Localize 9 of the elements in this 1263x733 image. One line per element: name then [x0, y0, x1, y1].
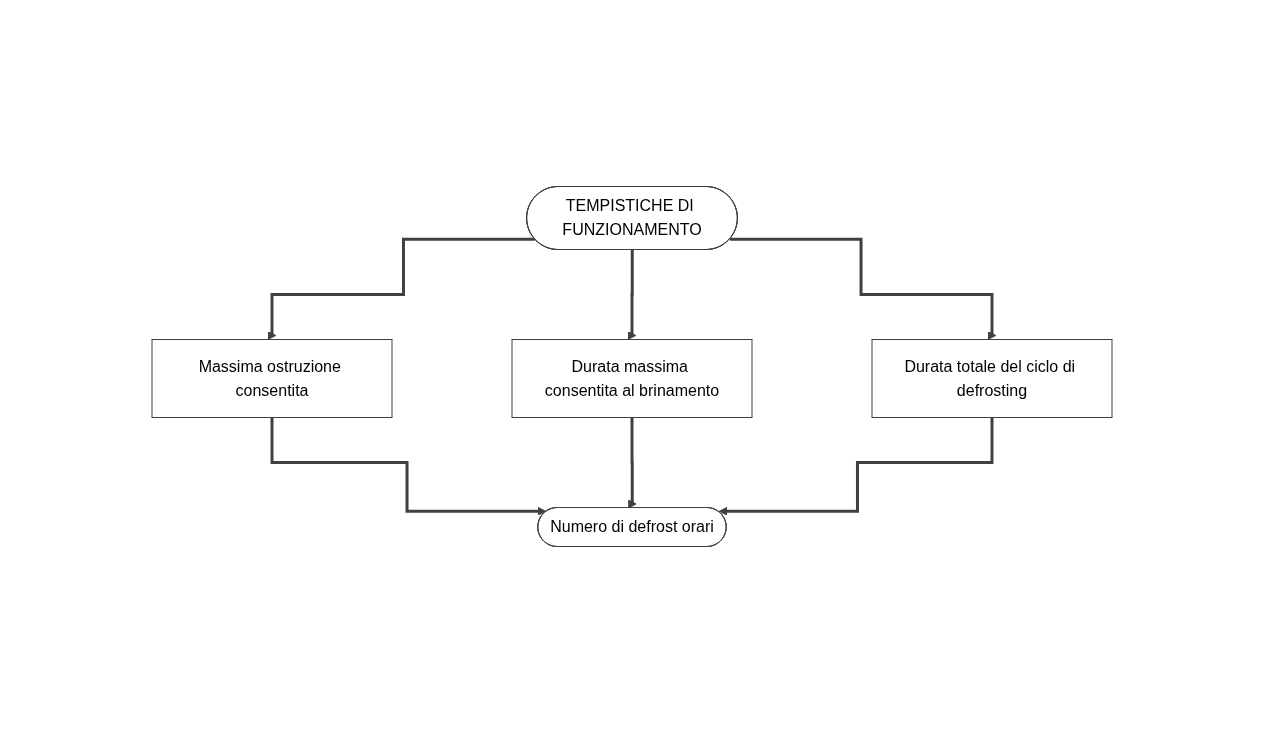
arrow	[729, 237, 996, 340]
arrow	[718, 416, 993, 516]
arrow	[627, 416, 637, 509]
arrow	[270, 416, 546, 516]
node-box: Durata totale del ciclo di defrosting	[871, 339, 1112, 418]
arrow	[627, 248, 636, 340]
arrow	[267, 237, 535, 340]
node-box: Massima ostruzione consentita	[151, 339, 392, 418]
node-box: Durata massima consentita al brinamento	[511, 339, 752, 418]
